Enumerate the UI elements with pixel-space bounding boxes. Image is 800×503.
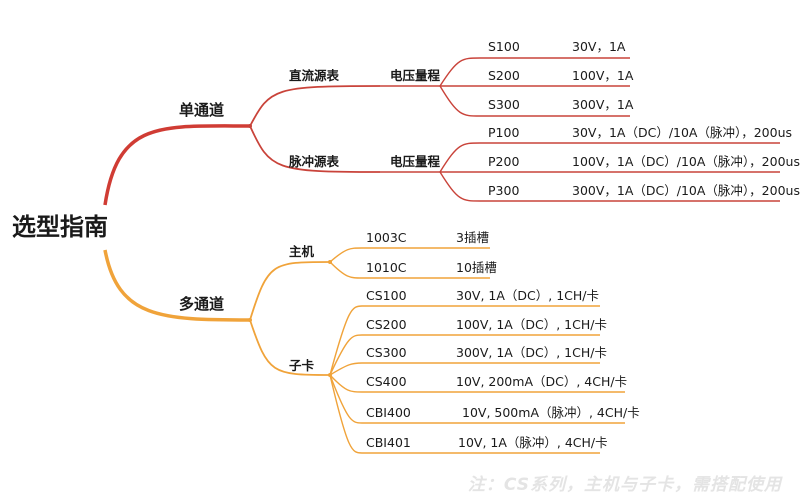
- node-host: 主机: [289, 244, 315, 259]
- spec-p200: 100V，1A（DC）/10A（脉冲），200us: [572, 154, 800, 169]
- edge-s300: [439, 85, 630, 117]
- model-1003c: 1003C: [366, 230, 407, 245]
- model-cs400: CS400: [366, 374, 407, 389]
- edge-1003c: [329, 247, 490, 263]
- model-s300: S300: [488, 97, 520, 112]
- branch-multi-channel: 多通道: [179, 295, 225, 313]
- spec-p100: 30V，1A（DC）/10A（脉冲），200us: [572, 125, 793, 140]
- edge-cbi400: [329, 374, 625, 424]
- model-1010c: 1010C: [366, 260, 407, 275]
- edge-p100: [439, 142, 780, 173]
- edge-multi-host: [249, 261, 331, 321]
- edge-multi-card: [249, 319, 331, 376]
- model-cbi400: CBI400: [366, 405, 411, 420]
- edge-1010c: [329, 261, 490, 279]
- model-p200: P200: [488, 154, 520, 169]
- node-pulse-source: 脉冲源表: [289, 154, 340, 169]
- edge-root-multi: [103, 249, 251, 322]
- model-s200: S200: [488, 68, 520, 83]
- model-cs200: CS200: [366, 317, 407, 332]
- spec-s300: 300V，1A: [572, 97, 634, 112]
- spec-1003c: 3插槽: [456, 230, 489, 245]
- edge-cs200: [329, 334, 600, 376]
- node-pulse-range: 电压量程: [390, 154, 441, 169]
- edge-root-single: [103, 124, 251, 206]
- edge-cs300: [329, 362, 600, 376]
- edge-single-dc: [249, 85, 381, 127]
- node-dc-range: 电压量程: [390, 68, 441, 83]
- node-dc-source: 直流源表: [289, 68, 340, 83]
- edge-cs400: [329, 374, 625, 393]
- edge-cbi401: [329, 374, 600, 454]
- spec-cs300: 300V, 1A（DC）, 1CH/卡: [456, 345, 607, 360]
- spec-1010c: 10插槽: [456, 260, 497, 275]
- spec-cbi401: 10V, 1A（脉冲）, 4CH/卡: [458, 435, 608, 450]
- spec-cbi400: 10V, 500mA（脉冲）, 4CH/卡: [462, 405, 640, 420]
- edge-p300: [439, 171, 780, 202]
- model-cs300: CS300: [366, 345, 407, 360]
- model-p300: P300: [488, 183, 520, 198]
- edge-s100: [439, 57, 630, 87]
- spec-cs400: 10V, 200mA（DC）, 4CH/卡: [456, 374, 628, 389]
- spec-p300: 300V，1A（DC）/10A（脉冲），200us: [572, 183, 800, 198]
- spec-s100: 30V，1A: [572, 39, 626, 54]
- spec-cs100: 30V, 1A（DC）, 1CH/卡: [456, 288, 599, 303]
- model-cbi401: CBI401: [366, 435, 411, 450]
- model-cs100: CS100: [366, 288, 407, 303]
- model-p100: P100: [488, 125, 520, 140]
- edge-single-pulse: [249, 125, 381, 173]
- edge-cs100: [329, 305, 600, 376]
- root-title: 选型指南: [12, 213, 108, 241]
- model-s100: S100: [488, 39, 520, 54]
- branch-single-channel: 单通道: [179, 101, 225, 119]
- spec-s200: 100V，1A: [572, 68, 634, 83]
- spec-cs200: 100V, 1A（DC）, 1CH/卡: [456, 317, 607, 332]
- node-card: 子卡: [289, 358, 315, 373]
- footnote: 注：CS系列，主机与子卡，需搭配使用: [467, 475, 782, 495]
